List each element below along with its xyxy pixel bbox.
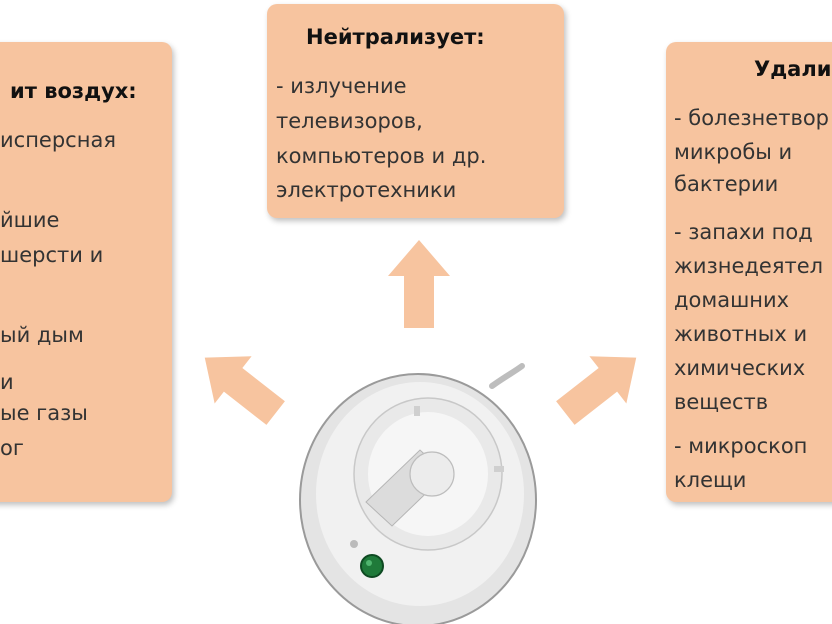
right-box-line: - запахи под	[674, 220, 813, 244]
left-box-line: шерсти и	[0, 243, 104, 267]
air-purifier-device-icon	[299, 363, 537, 624]
center-box-line: компьютеров и др.	[276, 144, 487, 168]
left-box-line: ые газы	[0, 401, 88, 425]
left-box-line: ый дым	[0, 323, 84, 347]
arrow-upleft-icon	[204, 356, 285, 425]
right-box-title: Удали	[754, 57, 832, 81]
left-box-line: и	[0, 370, 14, 394]
arrow-up-icon	[388, 240, 450, 328]
right-box-line: животных и	[674, 322, 808, 346]
center-box-line: - излучение	[276, 74, 407, 98]
right-box-line: - микроскоп	[674, 434, 808, 458]
right-box-line: веществ	[674, 390, 769, 414]
right-info-box: Удали - болезнетвор микробы и бактерии -…	[666, 42, 832, 502]
right-box-line: жизнедеятел	[674, 254, 824, 278]
center-info-box: Нейтрализует: - излучение телевизоров, к…	[267, 4, 564, 218]
left-box-line: йшие	[0, 208, 60, 232]
left-info-box: ит воздух: исперсная йшие шерсти и ый ды…	[0, 42, 172, 502]
left-box-title: ит воздух:	[10, 79, 137, 103]
right-box-line: химических	[674, 356, 806, 380]
center-box-line: телевизоров,	[276, 109, 423, 133]
center-box-title: Нейтрализует:	[306, 25, 485, 49]
right-box-line: домашних	[674, 288, 790, 312]
left-box-line: исперсная	[0, 128, 116, 152]
right-box-line: бактерии	[674, 172, 779, 196]
right-box-line: - болезнетвор	[674, 106, 829, 130]
left-box-line: ог	[0, 436, 24, 460]
arrow-upright-icon	[556, 356, 637, 425]
right-box-line: клещи	[674, 468, 747, 492]
center-box-line: электротехники	[276, 178, 457, 202]
right-box-line: микробы и	[674, 140, 793, 164]
